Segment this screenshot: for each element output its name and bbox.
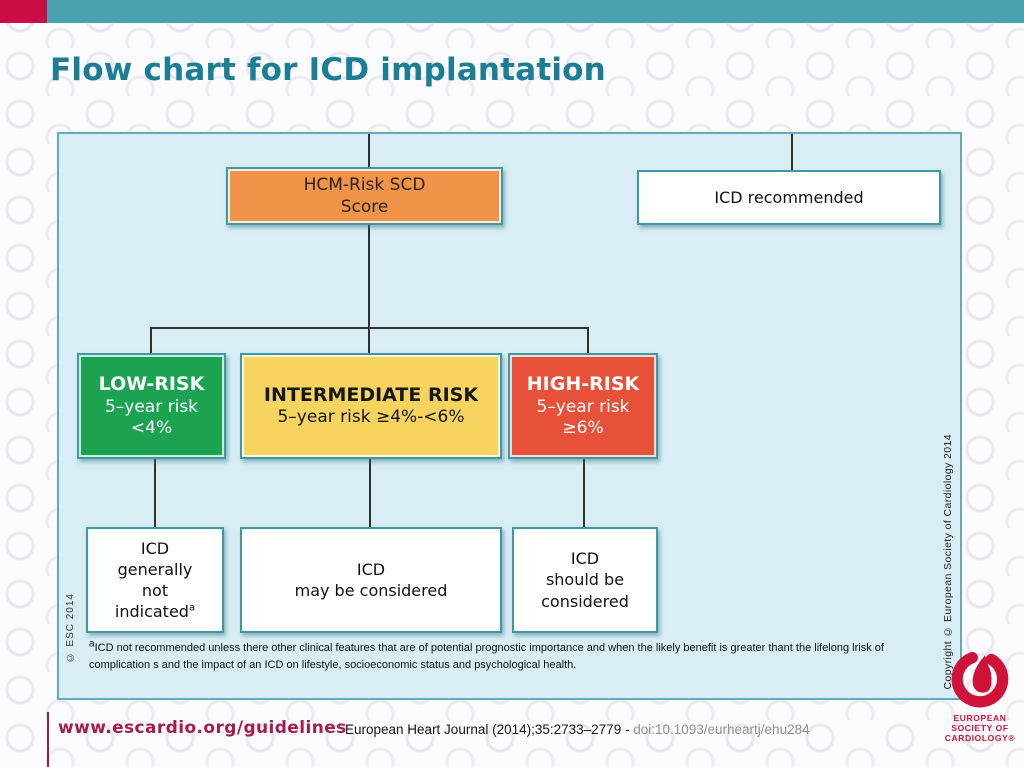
connector-split-to-low	[150, 327, 152, 354]
outcome-low-footnote-marker: a	[188, 602, 196, 614]
connector-low-to-outcome	[154, 459, 156, 527]
footnote-text: ICD not recommended unless there other c…	[89, 642, 884, 671]
risk-box-low-line3: <4%	[130, 417, 173, 438]
risk-box-low: LOW-RISK 5–year risk <4%	[77, 353, 226, 459]
risk-box-high-line3: ≥6%	[562, 417, 604, 438]
risk-box-intermediate: INTERMEDIATE RISK 5–year risk ≥4%-<6%	[240, 353, 502, 459]
risk-box-low-title: LOW-RISK	[98, 372, 205, 395]
esc-logo-caption-line1: EUROPEAN	[953, 713, 1007, 723]
connector-intermediate-to-outcome	[369, 459, 371, 527]
guidelines-url: www.escardio.org/guidelines	[58, 718, 347, 738]
top-bar-red-accent	[0, 0, 47, 23]
risk-box-high-title: HIGH-RISK	[526, 372, 640, 395]
connector-top-to-recommended	[791, 134, 793, 171]
outcome-low-line4: indicateda	[115, 601, 195, 622]
esc-logo-caption-line3: CARDIOLOGY®	[944, 733, 1016, 744]
outcome-high-line1: ICD	[570, 549, 600, 569]
outcome-high-line3: considered	[541, 591, 629, 611]
risk-box-high: HIGH-RISK 5–year risk ≥6%	[508, 353, 658, 459]
esc-copyright-vertical: © ESC 2014	[65, 592, 76, 662]
outcome-box-low: ICD generally not indicateda	[86, 527, 224, 633]
footnote-marker: a	[89, 638, 95, 650]
outcome-box-intermediate: ICD may be considered	[240, 527, 502, 633]
risk-box-intermediate-line2: 5–year risk ≥4%-<6%	[277, 407, 465, 428]
outcome-high-line2: should be	[545, 570, 625, 590]
risk-box-intermediate-title: INTERMEDIATE RISK	[263, 383, 479, 406]
outcome-low-line2: generally	[117, 559, 193, 579]
esc-logo-caption-line2: SOCIETY OF	[951, 723, 1009, 734]
icd-recommended-box: ICD recommended	[637, 170, 941, 225]
outcome-low-line3: not	[141, 581, 169, 600]
journal-doi: doi:10.1093/eurheartj/ehu284	[633, 722, 810, 737]
connector-score-to-split	[368, 224, 370, 328]
risk-box-high-line2: 5–year risk	[536, 396, 630, 417]
connector-split-to-high	[587, 327, 589, 354]
footnote: aICD not recommended unless there other …	[89, 638, 937, 673]
outcome-box-high: ICD should be considered	[512, 527, 658, 633]
score-box: HCM-Risk SCD Score	[226, 167, 503, 225]
esc-logo: EUROPEAN SOCIETY OF CARDIOLOGY®	[941, 646, 1019, 743]
icd-recommended-label: ICD recommended	[714, 188, 864, 207]
outcome-low-line4-text: indicated	[114, 602, 189, 622]
esc-logo-caption: EUROPEAN SOCIETY OF CARDIOLOGY®	[941, 713, 1019, 743]
risk-box-low-line2: 5–year risk	[104, 396, 199, 417]
journal-citation-text: European Heart Journal (2014);35:2733–27…	[345, 722, 634, 737]
connector-top-to-score	[368, 134, 370, 168]
outcome-low-line1: ICD	[140, 538, 170, 558]
flowchart-panel: HCM-Risk SCD Score ICD recommended LOW-R…	[57, 132, 962, 700]
score-box-line1: HCM-Risk SCD	[303, 174, 426, 195]
footer-divider	[47, 712, 49, 767]
score-box-line2: Score	[340, 197, 389, 217]
outcome-intermediate-line1: ICD	[356, 559, 386, 579]
page-title: Flow chart for ICD implantation	[50, 52, 606, 88]
connector-split-to-intermediate	[368, 327, 370, 354]
esc-logo-icon	[951, 651, 1009, 708]
journal-citation: European Heart Journal (2014);35:2733–27…	[345, 722, 810, 737]
top-bar	[0, 0, 1024, 23]
outcome-intermediate-line2: may be considered	[294, 581, 448, 600]
connector-high-to-outcome	[583, 459, 585, 527]
